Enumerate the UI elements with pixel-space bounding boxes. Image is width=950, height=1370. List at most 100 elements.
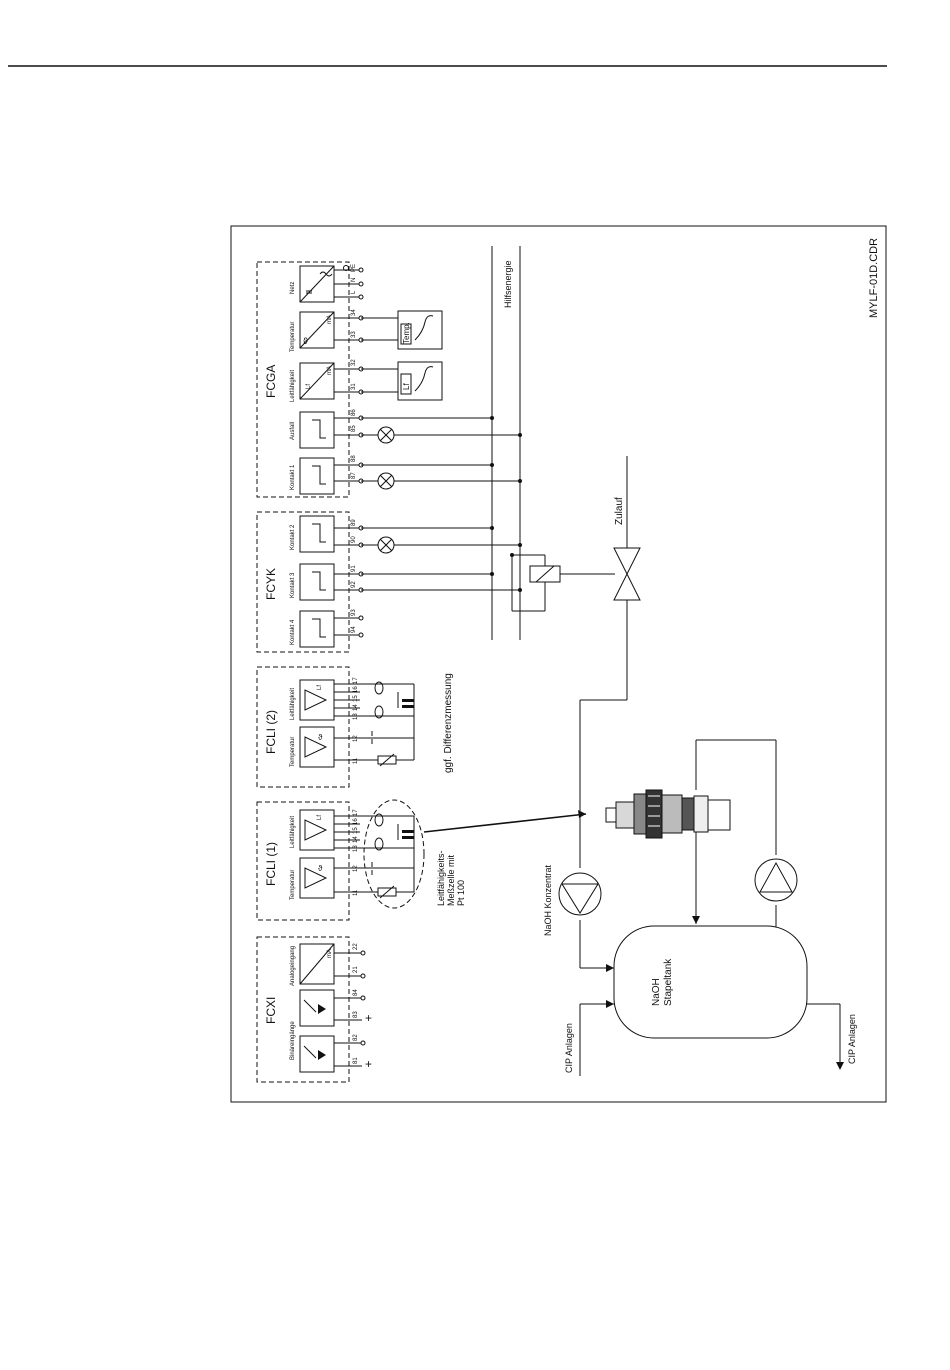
analog-input-module: mA Analogeingang xyxy=(290,943,335,986)
svg-text:ϑ: ϑ xyxy=(318,733,323,742)
naoh-storage-tank xyxy=(613,925,808,1039)
cip-inlet-label: CIP Anlagen xyxy=(564,1023,574,1073)
svg-text:83: 83 xyxy=(353,1011,359,1018)
svg-text:31: 31 xyxy=(351,383,357,390)
earth-icon xyxy=(343,265,349,271)
svg-text:Ausfall: Ausfall xyxy=(290,422,296,440)
supply-pipe xyxy=(579,456,628,972)
svg-text:Kontakt 2: Kontakt 2 xyxy=(290,524,296,550)
cip-outlet-label: CIP Anlagen xyxy=(847,1014,857,1064)
svg-text:11: 11 xyxy=(353,757,359,764)
lamp-icon xyxy=(377,426,395,444)
zulauf-label: Zulauf xyxy=(614,497,625,525)
svg-text:21: 21 xyxy=(353,966,359,973)
svg-text:90: 90 xyxy=(351,536,357,543)
svg-text:mA: mA xyxy=(327,949,333,958)
tank-label: NaOH Stapeltank xyxy=(651,958,674,1006)
drawing-id-label: MYLF-01D.CDR xyxy=(868,238,880,318)
cell-signal-line xyxy=(423,813,587,833)
conductivity-sensor-icon xyxy=(605,789,731,839)
lamp-icon xyxy=(377,472,395,490)
svg-text:92: 92 xyxy=(351,581,357,588)
svg-text:12: 12 xyxy=(353,865,359,872)
svg-text:14: 14 xyxy=(353,704,359,711)
svg-text:Binäreingänge: Binäreingänge xyxy=(290,1021,296,1060)
fcli1-conductivity-module: Lf Leitfähigkeit xyxy=(290,809,335,851)
svg-text:Kontakt 3: Kontakt 3 xyxy=(290,572,296,598)
kontakt3-relay-module: Kontakt 3 xyxy=(290,563,335,601)
svg-text:86: 86 xyxy=(351,409,357,416)
svg-text:Analogeingang: Analogeingang xyxy=(290,946,296,986)
svg-text:Leitfähigkeit: Leitfähigkeit xyxy=(290,816,296,848)
svg-text:Leitfähigkeit: Leitfähigkeit xyxy=(290,688,296,720)
svg-text:Kontakt 4: Kontakt 4 xyxy=(290,619,296,645)
pump-icon xyxy=(754,858,798,902)
svg-text:N: N xyxy=(351,278,357,282)
svg-text:mA: mA xyxy=(327,315,333,324)
fcli1-temperature-module: ϑ Temperatur xyxy=(290,857,335,900)
svg-text:16: 16 xyxy=(353,818,359,825)
svg-text:L: L xyxy=(351,290,357,294)
lamp-icon xyxy=(377,536,395,554)
svg-text:+: + xyxy=(365,1057,372,1071)
svg-text:PE: PE xyxy=(351,264,357,272)
svg-text:Lf: Lf xyxy=(317,685,323,690)
binary-input-module-2: Binäreingänge xyxy=(290,1021,335,1073)
svg-text:32: 32 xyxy=(351,359,357,366)
temperature-output-module: ϑ mA Temperatur xyxy=(290,311,335,352)
fcga-group-label: FCGA xyxy=(264,365,278,398)
pump-icon xyxy=(558,872,602,916)
fcli2-conductivity-module: Lf Leitfähigkeit xyxy=(290,679,335,721)
svg-text:Kontakt 1: Kontakt 1 xyxy=(290,464,296,490)
messzelle-label: Leitfähigkeits- Meßzelle mit Pt 100 xyxy=(436,848,466,906)
svg-text:Temperatur: Temperatur xyxy=(290,870,296,900)
svg-text:93: 93 xyxy=(351,609,357,616)
svg-text:17: 17 xyxy=(353,677,359,684)
valve-icon xyxy=(613,547,641,601)
netz-module: Netz xyxy=(290,265,335,303)
cip-outlet-pipe xyxy=(807,1003,844,1070)
diagram-frame xyxy=(230,225,887,1103)
differenzmessung-label: ggf. Differenzmessung xyxy=(443,673,454,773)
fcli2-temperature-module: ϑ Temperatur xyxy=(290,726,335,768)
svg-text:Temp.: Temp. xyxy=(402,322,411,344)
sine-wave-icon xyxy=(319,271,333,277)
fcyk-group-box xyxy=(256,511,350,653)
svg-text:88: 88 xyxy=(351,455,357,462)
fcli1-group-box xyxy=(256,801,350,921)
fcyk-group-label: FCYK xyxy=(264,568,278,600)
ausfall-relay-module: Ausfall xyxy=(290,411,335,449)
fcli2-group-box xyxy=(256,666,350,788)
svg-text:Lf: Lf xyxy=(306,384,312,389)
svg-text:87: 87 xyxy=(351,472,357,479)
naoh-concentrate-label: NaOH Konzentrat xyxy=(543,864,553,936)
svg-text:13: 13 xyxy=(353,713,359,720)
kontakt4-relay-module: Kontakt 4 xyxy=(290,610,335,648)
svg-text:33: 33 xyxy=(351,331,357,338)
conductivity-recorder: Lf xyxy=(361,361,443,401)
fcga-group-box xyxy=(256,261,350,498)
fcli1-cell-wiring xyxy=(360,799,425,909)
fcli2-terminals: 17 16 15 14 13 12 11 xyxy=(334,677,360,764)
svg-text:84: 84 xyxy=(353,989,359,996)
conductivity-output-module: Lf mA Leitfähigkeit xyxy=(290,362,335,402)
svg-text:15: 15 xyxy=(353,695,359,702)
svg-text:Temperatur: Temperatur xyxy=(290,322,296,352)
svg-text:85: 85 xyxy=(351,425,357,432)
svg-text:16: 16 xyxy=(353,686,359,693)
solenoid-actuator xyxy=(510,553,615,612)
aux-power-label: Hilfsenergie xyxy=(503,260,513,308)
binary-input-module-1 xyxy=(299,989,335,1027)
svg-text:Temperatur: Temperatur xyxy=(290,737,296,767)
fcli2-cell-wiring xyxy=(360,681,415,767)
svg-text:ϑ: ϑ xyxy=(318,864,323,873)
svg-text:Leitfähigkeit: Leitfähigkeit xyxy=(290,370,296,402)
measuring-cell-outline xyxy=(363,799,425,909)
fcli1-terminals: 17 16 15 14 13 12 11 xyxy=(334,809,360,896)
svg-text:91: 91 xyxy=(351,565,357,572)
svg-text:89: 89 xyxy=(351,519,357,526)
fcli1-group-label: FCLI (1) xyxy=(264,842,278,886)
svg-text:mA: mA xyxy=(327,366,333,375)
svg-text:22: 22 xyxy=(353,943,359,950)
fcxi-group-label: FCXI xyxy=(264,997,278,1024)
